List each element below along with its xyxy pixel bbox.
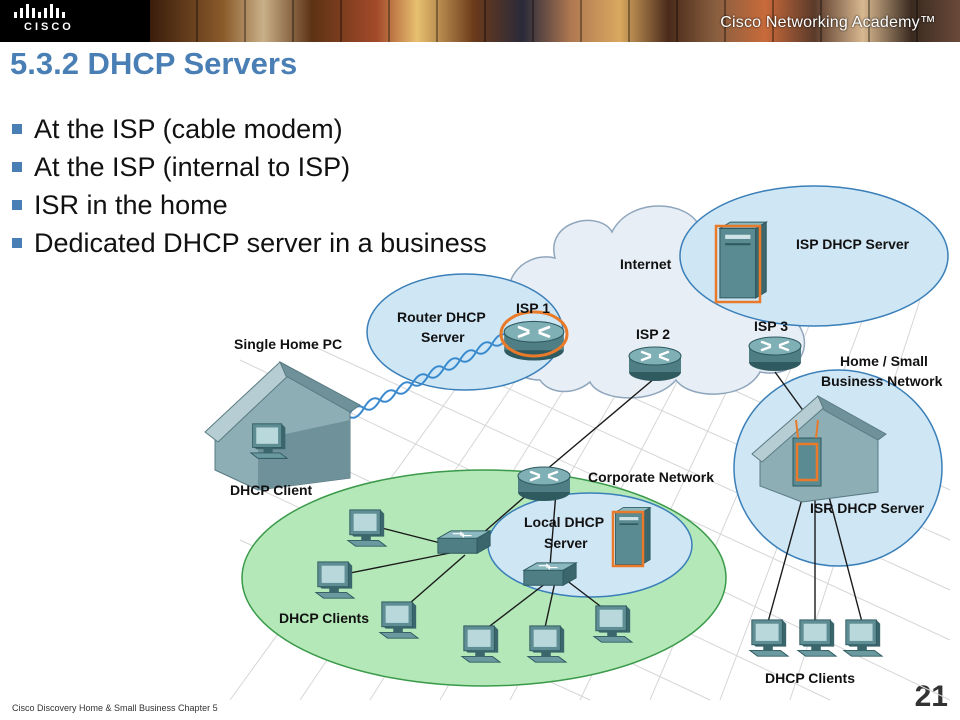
academy-title: Cisco Networking Academy™ <box>720 14 936 31</box>
isp-server-highlight <box>714 224 762 304</box>
dhcp-clients-corporate-label: DHCP Clients <box>279 610 369 626</box>
isp1-highlight <box>499 310 569 358</box>
isp2-router-icon <box>628 346 682 382</box>
bullet-item: ISR in the home <box>12 186 487 224</box>
local-dhcp-label-line2: Server <box>544 535 588 551</box>
router-dhcp-label-line2: Server <box>421 329 465 345</box>
local-server-highlight <box>611 510 645 568</box>
bullet-item: At the ISP (cable modem) <box>12 110 487 148</box>
home-small-label-line1: Home / Small <box>840 353 928 369</box>
home-client-pc-icon <box>749 619 789 657</box>
home-client-pc-icon <box>843 619 883 657</box>
single-home-pc-label: Single Home PC <box>234 336 342 352</box>
isp1-label: ISP 1 <box>516 300 550 316</box>
banner-photo-strip <box>150 0 960 42</box>
isp2-label: ISP 2 <box>636 326 670 342</box>
dhcp-clients-home-label: DHCP Clients <box>765 670 855 686</box>
bullet-list: At the ISP (cable modem) At the ISP (int… <box>12 110 487 262</box>
isr-dhcp-server-label: ISR DHCP Server <box>810 500 925 516</box>
isr-device-icon <box>792 419 822 487</box>
cisco-logo: CISCO <box>14 4 124 38</box>
isp3-router-icon <box>748 336 802 372</box>
home-client-pc-icon <box>797 619 837 657</box>
local-dhcp-server-icon <box>615 507 651 565</box>
dhcp-client-label: DHCP Client <box>230 482 313 498</box>
home-small-label-line2: Business Network <box>821 373 943 389</box>
local-dhcp-label-line1: Local DHCP <box>524 514 604 530</box>
footer-text: Cisco Discovery Home & Small Business Ch… <box>12 703 218 713</box>
corporate-switch-1-icon <box>437 530 491 554</box>
corporate-router-icon <box>517 466 571 502</box>
slide-title: 5.3.2 DHCP Servers <box>10 46 298 81</box>
isp-dhcp-server-label: ISP DHCP Server <box>796 236 910 252</box>
bullet-item: Dedicated DHCP server in a business <box>12 224 487 262</box>
corporate-network-label: Corporate Network <box>588 469 714 485</box>
corporate-switch-2-icon <box>523 562 577 586</box>
bullet-item: At the ISP (internal to ISP) <box>12 148 487 186</box>
cisco-logo-text: CISCO <box>24 21 74 33</box>
router-dhcp-label-line1: Router DHCP <box>397 309 486 325</box>
cisco-logo-bars-icon <box>14 4 124 18</box>
internet-label: Internet <box>620 256 672 272</box>
header-banner: CISCO Cisco Networking Academy™ <box>0 0 960 42</box>
isp3-label: ISP 3 <box>754 318 788 334</box>
